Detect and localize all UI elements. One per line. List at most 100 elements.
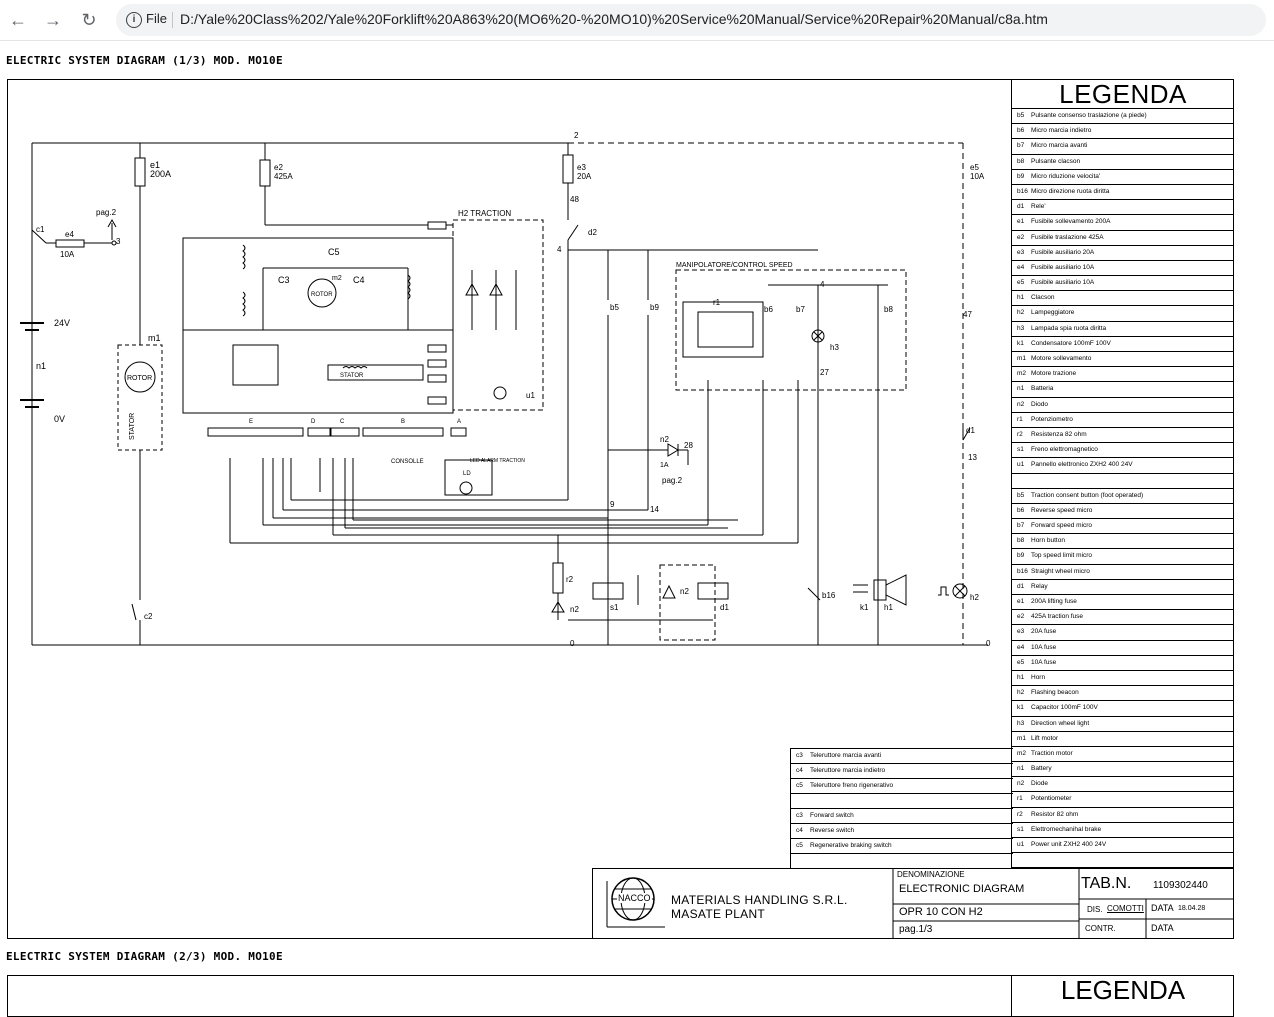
legend-description: Straight wheel micro bbox=[1031, 567, 1090, 575]
node-9-label: 9 bbox=[610, 500, 615, 509]
legend-row: c4 Teleruttore marcia indietro bbox=[791, 764, 1013, 779]
legend-description: Freno elettromagnetico bbox=[1031, 446, 1098, 454]
legend-code: u1 bbox=[1017, 841, 1025, 848]
legend-description: Lampeggiatore bbox=[1031, 309, 1075, 317]
manipulator-label: MANIPOLATORE/CONTROL SPEED bbox=[676, 262, 793, 269]
legend-row: e3 Fusibile ausiliario 20A bbox=[1012, 246, 1234, 261]
legend-code: b5 bbox=[1017, 112, 1025, 119]
scheme-label: File bbox=[146, 11, 167, 26]
legend-code: c3 bbox=[796, 812, 803, 819]
k1-label: k1 bbox=[860, 603, 869, 612]
legend-description: Reverse speed micro bbox=[1031, 506, 1093, 514]
node-47-label: 47 bbox=[963, 310, 972, 319]
legend-description: Rele' bbox=[1031, 203, 1046, 211]
lift-stator-label: STATOR bbox=[129, 413, 136, 440]
legend-code: b8 bbox=[1017, 157, 1025, 165]
legend-code: e1 bbox=[1017, 598, 1025, 605]
legend-code: b7 bbox=[1017, 522, 1025, 530]
fuse-e4-value: 10A bbox=[60, 250, 75, 259]
legend-description: Potentiometer bbox=[1031, 795, 1072, 803]
node-27-label: 27 bbox=[820, 368, 829, 377]
electric-diagram-2: LEGENDA bbox=[7, 975, 1234, 1017]
connector-a-label: A bbox=[457, 419, 461, 425]
tab-label: TAB.N. bbox=[1081, 875, 1132, 892]
info-icon[interactable]: i bbox=[126, 12, 142, 28]
c1-label: c1 bbox=[36, 225, 45, 234]
legend-code: r2 bbox=[1017, 810, 1023, 818]
company-name: MATERIALS HANDLING S.R.L. bbox=[671, 893, 848, 907]
legend-code: m2 bbox=[1017, 370, 1027, 378]
legend-code: e5 bbox=[1017, 279, 1025, 287]
d1-relay-contact-label: d1 bbox=[966, 426, 975, 435]
legend-description: Fusibile traslazione 425A bbox=[1031, 233, 1104, 241]
fuse-e2-value: 425A bbox=[274, 172, 293, 181]
address-bar[interactable]: i File D:/Yale%20Class%202/Yale%20Forkli… bbox=[116, 4, 1266, 36]
contr-label: CONTR. bbox=[1085, 924, 1116, 933]
legend-code: r1 bbox=[1017, 795, 1023, 803]
legend-code: d1 bbox=[1017, 582, 1025, 590]
legend-code: e3 bbox=[1017, 248, 1025, 256]
b6-label: b6 bbox=[764, 305, 773, 314]
legend-panel-2: LEGENDA bbox=[1011, 976, 1234, 1016]
node-4a-label: 4 bbox=[557, 245, 562, 254]
u1-label: u1 bbox=[526, 391, 535, 400]
legend-description: Capacitor 100mF 100V bbox=[1031, 704, 1098, 712]
back-arrow-icon[interactable]: ← bbox=[9, 10, 27, 30]
legend-description: Traction motor bbox=[1031, 749, 1073, 757]
legend-description: Battery bbox=[1031, 765, 1052, 773]
legend-code: b9 bbox=[1017, 552, 1025, 560]
reload-icon[interactable]: ↻ bbox=[81, 10, 97, 30]
legend-code: e5 bbox=[1017, 658, 1025, 666]
legend-description: Horn button bbox=[1031, 537, 1065, 545]
n2-lower-label: n2 bbox=[570, 605, 579, 614]
legend-description: Teleruttore freno rigenerativo bbox=[810, 782, 894, 789]
legend-code: c4 bbox=[796, 767, 803, 774]
led-alarm-label: LED ALARM TRACTION bbox=[470, 458, 525, 464]
d1-label: d1 bbox=[720, 603, 729, 612]
legend-description: Micro riduzione velocita' bbox=[1031, 172, 1101, 180]
legend-description: 425A traction fuse bbox=[1031, 613, 1084, 621]
legend-row: b6 Reverse speed micro bbox=[1012, 504, 1234, 520]
url-text[interactable]: D:/Yale%20Class%202/Yale%20Forklift%20A8… bbox=[180, 11, 1048, 27]
legend-row: r1 Potentiometer bbox=[1012, 792, 1234, 808]
legend-description: Teleruttore marcia indietro bbox=[810, 767, 886, 774]
legend-code: c5 bbox=[796, 842, 803, 849]
d2-label: d2 bbox=[588, 228, 597, 237]
legend-code: n1 bbox=[1017, 765, 1025, 773]
legend-code: b6 bbox=[1017, 506, 1025, 514]
legend-row bbox=[791, 794, 1013, 809]
legend-description: Fusibile ausiliario 20A bbox=[1031, 248, 1095, 256]
legend-code: b8 bbox=[1017, 537, 1025, 545]
h2-label: h2 bbox=[970, 593, 979, 602]
fuse-e1-label: e1 bbox=[150, 160, 160, 170]
legend-code: b5 bbox=[1017, 491, 1025, 499]
forward-arrow-icon[interactable]: → bbox=[44, 10, 62, 30]
legend-description: Forward speed micro bbox=[1031, 522, 1093, 530]
browser-toolbar: ← → ↻ i File D:/Yale%20Class%202/Yale%20… bbox=[0, 0, 1274, 41]
dis-value: COMOTTI bbox=[1107, 904, 1144, 913]
legend-code: h2 bbox=[1017, 689, 1025, 697]
legend-row bbox=[1012, 853, 1234, 869]
h3-label: h3 bbox=[830, 343, 839, 352]
legend-description: Top speed limit micro bbox=[1031, 552, 1093, 560]
data-label: DATA bbox=[1151, 903, 1174, 913]
consolle-label: CONSOLLE bbox=[391, 459, 424, 465]
legend-code: e3 bbox=[1017, 628, 1025, 636]
